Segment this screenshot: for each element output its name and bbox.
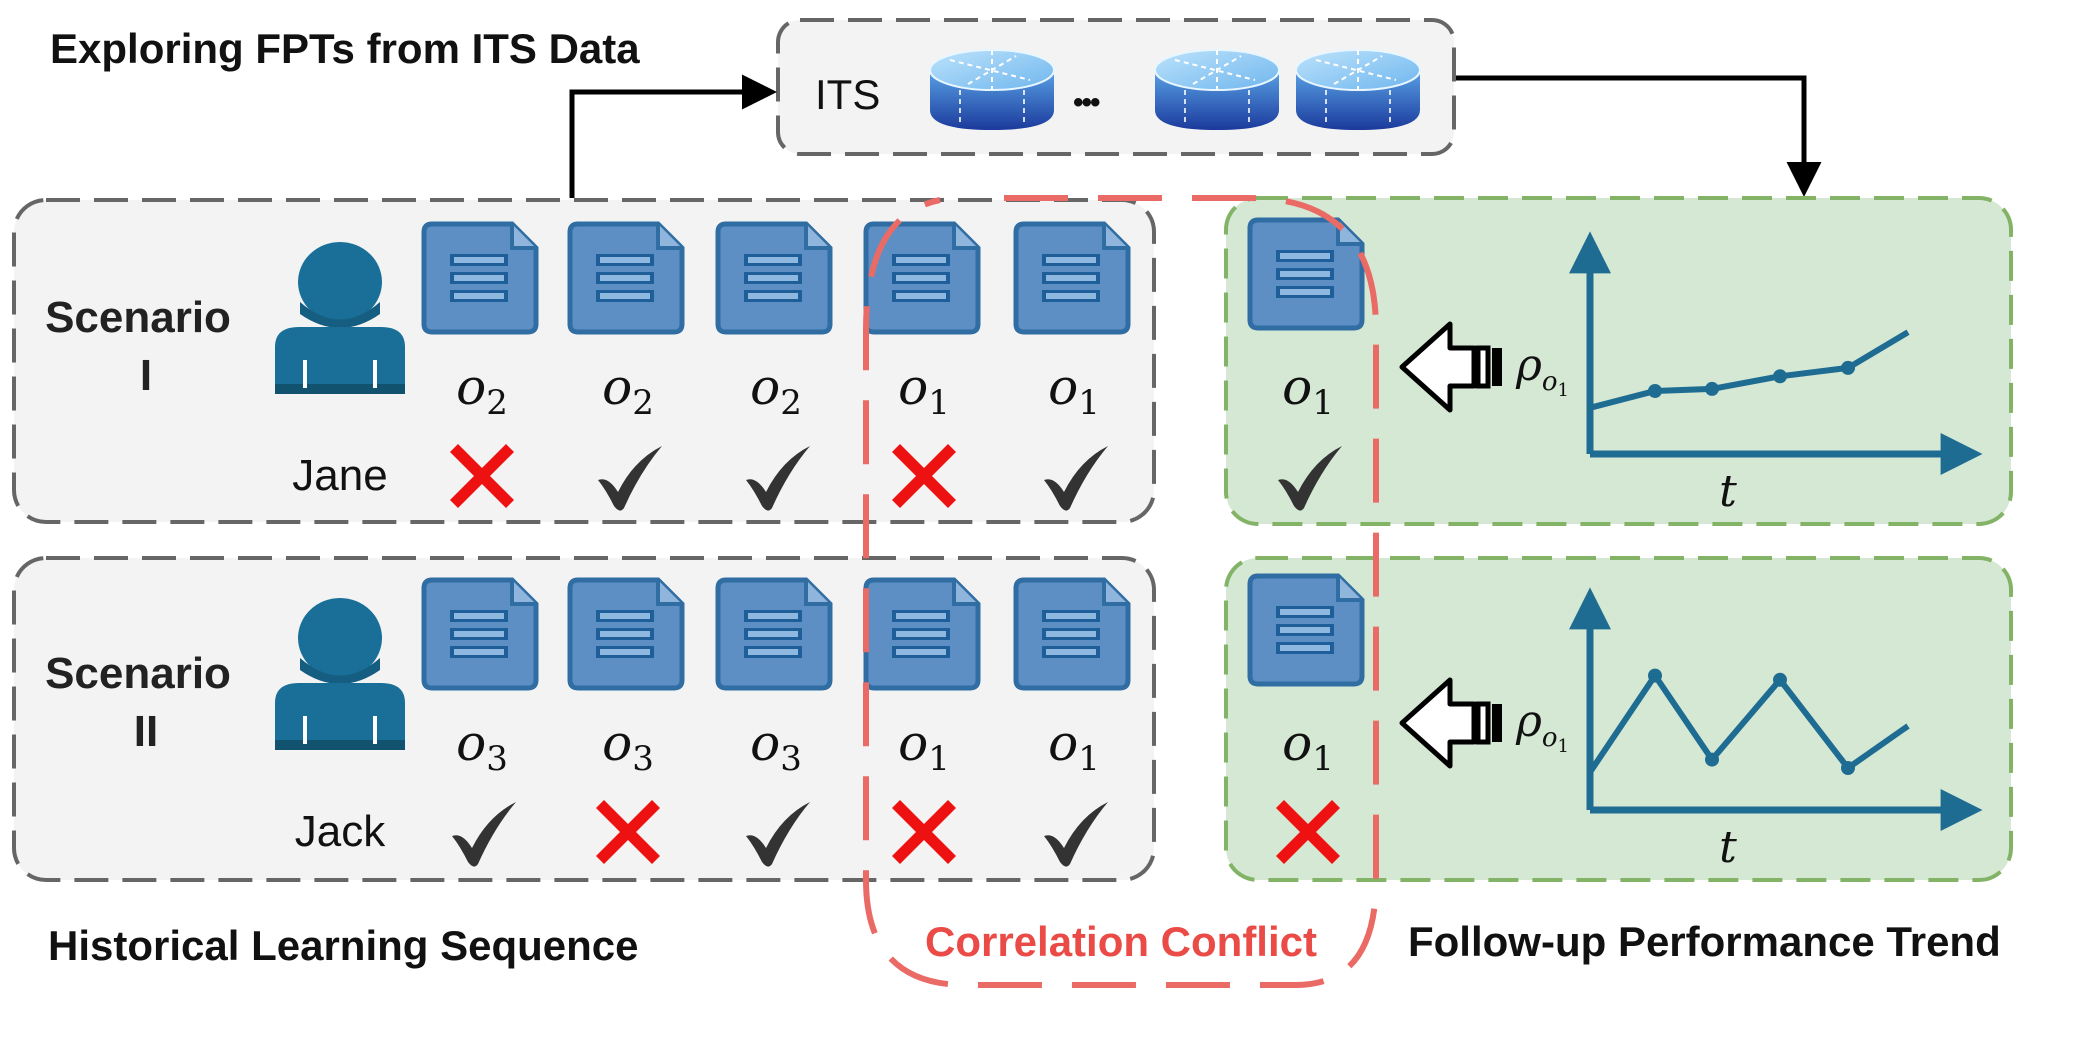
rho-subscript-index: 1 [1558,380,1569,401]
trend-point [1841,360,1855,375]
history-label: Historical Learning Sequence [48,922,639,969]
question-concept-label-letter: o [750,714,780,772]
question-document-icon [1016,580,1128,688]
question-concept-label: o3 [456,714,508,779]
question-concept-label: o3 [750,714,802,779]
trend-point [1705,381,1719,396]
trend-point [1841,761,1855,775]
its-label: ITS [815,71,880,118]
question-document-icon [570,580,682,688]
question-concept-label-subscript: 1 [928,739,950,779]
question-concept-label: o2 [750,358,802,423]
rho-subscript: o [1542,367,1558,397]
its-panel: ITS ••• [776,18,1456,156]
trend-axis-label: t [1719,466,1737,517]
question-concept-label: o1 [1048,358,1100,423]
target-concept-label: o1 [1282,714,1334,779]
question-concept-label-subscript: 2 [632,383,654,423]
question-concept-label-letter: o [456,358,486,416]
correlation-conflict-region [863,195,1379,988]
question-concept-label-subscript: 2 [780,383,802,423]
rho-subscript-index: 1 [1558,736,1569,757]
trend-panel-2 [1224,556,2013,882]
question-concept-label-letter: o [898,358,928,416]
question-concept-label-subscript: 1 [928,383,950,423]
question-concept-label: o2 [456,358,508,423]
scenario-label: Scenario [45,293,231,342]
question-concept-label-letter: o [898,714,928,772]
trend-axis-label: t [1719,822,1737,873]
target-concept-label-letter: o [1282,358,1312,416]
rho-label: ρo1 [1515,696,1569,757]
arrow-its-to-trend [1456,75,1822,197]
rho-symbol: ρ [1515,696,1542,747]
database-icon [1295,49,1421,131]
scenario-number: I [140,351,152,400]
target-concept-label: o1 [1282,358,1334,423]
question-document-icon [1016,224,1128,332]
rho-label: ρo1 [1515,340,1569,401]
question-concept-label: o1 [898,714,950,779]
question-document-icon [570,224,682,332]
question-concept-label: o3 [602,714,654,779]
target-concept-label-letter: o [1282,714,1312,772]
question-concept-label-letter: o [1048,358,1078,416]
trend-point [1705,752,1719,767]
student-name: Jane [292,451,387,500]
question-concept-label-subscript: 3 [780,739,802,779]
target-concept-label-subscript: 1 [1312,739,1334,779]
rho-symbol: ρ [1515,340,1542,391]
database-icon [929,49,1055,131]
conflict-label: Correlation Conflict [925,918,1317,965]
trend-label: Follow-up Performance Trend [1408,918,2001,965]
trend-line [1587,672,1910,774]
question-concept-label-subscript: 1 [1078,739,1100,779]
question-document-icon [866,580,978,688]
question-concept-label-subscript: 3 [632,739,654,779]
question-concept-label-letter: o [456,714,486,772]
ellipsis: ••• [1073,86,1100,119]
question-document-icon [424,580,536,688]
question-concept-label-subscript: 1 [1078,383,1100,423]
question-concept-label-letter: o [602,358,632,416]
database-icon [1154,49,1280,131]
trend-panel-1 [1224,196,2013,526]
scenario-number: II [134,707,158,756]
arrow-history-to-its [569,74,777,198]
question-concept-label-letter: o [602,714,632,772]
title: Exploring FPTs from ITS Data [50,25,640,72]
question-document-icon [424,224,536,332]
question-concept-label-letter: o [1048,714,1078,772]
trend-point [1648,384,1662,398]
trend-point [1773,369,1787,384]
target-question-document-icon [1250,220,1362,328]
question-concept-label: o1 [898,358,950,423]
rho-subscript: o [1542,723,1558,753]
trend-point [1773,672,1787,687]
question-concept-label-subscript: 3 [486,739,508,779]
question-concept-label-letter: o [750,358,780,416]
question-concept-label: o1 [1048,714,1100,779]
trend-point [1648,668,1662,683]
trend-line [1589,329,1910,411]
scenario-label: Scenario [45,649,231,698]
question-document-icon [718,224,830,332]
target-concept-label-subscript: 1 [1312,383,1334,423]
question-document-icon [718,580,830,688]
target-question-document-icon [1250,576,1362,684]
student-name: Jack [295,807,386,856]
question-concept-label-subscript: 2 [486,383,508,423]
question-concept-label: o2 [602,358,654,423]
